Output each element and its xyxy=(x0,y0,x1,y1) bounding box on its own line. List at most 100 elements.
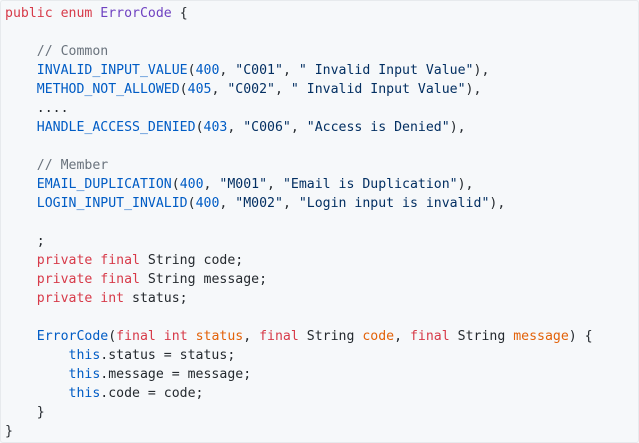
code-token: EMAIL_DUPLICATION xyxy=(5,177,172,192)
code-token: private final xyxy=(5,272,148,287)
code-token: ( xyxy=(187,196,196,211)
code-token: .message = message; xyxy=(100,367,252,382)
code-token: ( xyxy=(187,63,196,78)
code-token: INVALID_INPUT_VALUE xyxy=(5,63,188,78)
code-token: , xyxy=(282,196,299,211)
code-token: "C001" xyxy=(235,63,283,78)
code-token: LOGIN_INPUT_INVALID xyxy=(5,196,188,211)
code-line: } xyxy=(5,422,634,441)
code-listing: public enum ErrorCode { // Common INVALI… xyxy=(5,4,634,441)
code-token: ( xyxy=(179,82,188,97)
code-token: message xyxy=(513,329,569,344)
code-token: , xyxy=(219,196,236,211)
code-token: status; xyxy=(132,291,188,306)
code-line: private final String message; xyxy=(5,270,634,289)
code-line: public enum ErrorCode { xyxy=(5,4,634,23)
code-token: } xyxy=(5,424,13,439)
code-token: "M001" xyxy=(219,177,268,192)
code-token: .code = code; xyxy=(100,386,204,401)
code-token: , xyxy=(211,82,228,97)
code-line: } xyxy=(5,403,634,422)
code-token: , xyxy=(394,329,410,344)
code-line: ErrorCode(final int status, final String… xyxy=(5,327,634,346)
code-token: this xyxy=(5,386,101,401)
code-token: "Access is Denied" xyxy=(306,120,450,135)
code-token: { xyxy=(171,6,188,21)
code-line: // Member xyxy=(5,156,634,175)
code-token: , xyxy=(243,329,260,344)
code-line: this.code = code; xyxy=(5,384,634,403)
code-token: "C006" xyxy=(243,120,291,135)
code-line: METHOD_NOT_ALLOWED(405, "C002", " Invali… xyxy=(5,80,634,99)
code-token: ) { xyxy=(568,329,593,344)
code-token: , xyxy=(219,63,236,78)
code-token: code xyxy=(362,329,395,344)
code-token: , xyxy=(290,120,307,135)
code-token: "Login input is invalid" xyxy=(298,196,490,211)
code-token: "M002" xyxy=(235,196,283,211)
code-token: HANDLE_ACCESS_DENIED xyxy=(5,120,196,135)
code-token: ; xyxy=(5,234,45,249)
code-token: ), xyxy=(457,177,474,192)
code-token: private final xyxy=(5,253,148,268)
code-token: ( xyxy=(108,329,117,344)
code-line xyxy=(5,213,634,232)
code-line: ; xyxy=(5,232,634,251)
code-line: private int status; xyxy=(5,289,634,308)
code-token: 403 xyxy=(203,120,228,135)
code-line: this.message = message; xyxy=(5,365,634,384)
code-token: , xyxy=(274,82,291,97)
code-token: } xyxy=(5,405,45,420)
code-token: , xyxy=(227,120,244,135)
code-token: ( xyxy=(171,177,180,192)
code-line xyxy=(5,137,634,156)
code-token: .status = status; xyxy=(100,348,236,363)
code-token: String message; xyxy=(147,272,268,287)
code-token: "Email is Duplication" xyxy=(282,177,458,192)
code-token: ErrorCode xyxy=(5,329,109,344)
code-token: , xyxy=(267,177,283,192)
code-line xyxy=(5,308,634,327)
code-token: // Common xyxy=(5,44,109,59)
code-token: this xyxy=(5,348,101,363)
code-token: " Invalid Input Value" xyxy=(290,82,466,97)
code-token: 405 xyxy=(187,82,212,97)
code-token: , xyxy=(282,63,299,78)
code-token: final xyxy=(259,329,307,344)
code-line: .... xyxy=(5,99,634,118)
code-token: String code; xyxy=(147,253,244,268)
code-line: HANDLE_ACCESS_DENIED(403, "C006", "Acces… xyxy=(5,118,634,137)
code-token: ( xyxy=(195,120,204,135)
code-token: "C002" xyxy=(227,82,275,97)
code-token: // Member xyxy=(5,158,109,173)
code-line: // Common xyxy=(5,42,634,61)
code-token: this xyxy=(5,367,101,382)
code-token: String xyxy=(306,329,363,344)
code-line: INVALID_INPUT_VALUE(400, "C001", " Inval… xyxy=(5,61,634,80)
code-token: ), xyxy=(465,82,482,97)
code-token: final xyxy=(409,329,458,344)
code-token: ErrorCode xyxy=(100,6,172,21)
code-token: .... xyxy=(5,101,69,116)
code-token: 400 xyxy=(195,63,220,78)
code-line: private final String code; xyxy=(5,251,634,270)
code-line: EMAIL_DUPLICATION(400, "M001", "Email is… xyxy=(5,175,634,194)
code-token: ), xyxy=(449,120,466,135)
code-token: String xyxy=(457,329,514,344)
code-token: " Invalid Input Value" xyxy=(298,63,474,78)
code-line xyxy=(5,23,634,42)
code-token: private int xyxy=(5,291,133,306)
code-token: ), xyxy=(473,63,490,78)
code-token: 400 xyxy=(195,196,220,211)
code-token: public enum xyxy=(5,6,101,21)
code-token: 400 xyxy=(179,177,204,192)
code-token: status xyxy=(195,329,244,344)
code-token: METHOD_NOT_ALLOWED xyxy=(5,82,180,97)
code-token: final int xyxy=(116,329,196,344)
code-token: ), xyxy=(489,196,506,211)
code-token: , xyxy=(203,177,220,192)
code-line: LOGIN_INPUT_INVALID(400, "M002", "Login … xyxy=(5,194,634,213)
code-line: this.status = status; xyxy=(5,346,634,365)
code-content: public enum ErrorCode { // Common INVALI… xyxy=(5,4,634,441)
